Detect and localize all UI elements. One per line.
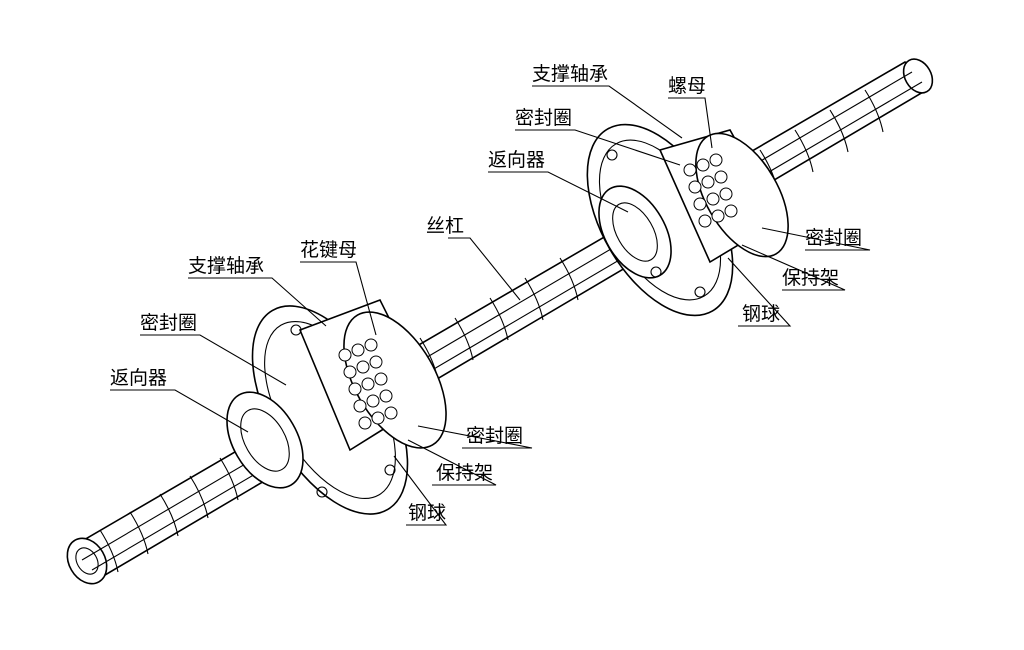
right-ball-rows bbox=[683, 153, 738, 228]
leader-lines bbox=[110, 85, 871, 526]
label-seal-right-bottom: 密封圈 bbox=[466, 425, 523, 447]
callout-ball-bottom: 钢球 bbox=[408, 502, 446, 524]
left-flange-assembly bbox=[226, 298, 447, 515]
callout-retainer-top: 保持架 bbox=[782, 267, 839, 289]
label-support-bearing-left: 支撑轴承 bbox=[188, 255, 264, 277]
label-return-top: 返向器 bbox=[488, 149, 545, 171]
label-retainer-bottom: 保持架 bbox=[436, 462, 493, 484]
callout-seal-right-top: 密封圈 bbox=[805, 227, 862, 249]
callout-nut-top: 螺母 bbox=[668, 75, 706, 97]
callout-spline-nut: 花键母 bbox=[300, 239, 357, 261]
label-seal-top: 密封圈 bbox=[515, 107, 572, 129]
callout-return-left: 返向器 bbox=[110, 367, 167, 389]
callout-ball-top: 钢球 bbox=[742, 303, 780, 325]
label-ball-top: 钢球 bbox=[742, 303, 780, 325]
callout-seal-right-bottom: 密封圈 bbox=[466, 425, 523, 447]
label-return-left: 返向器 bbox=[110, 367, 167, 389]
label-ball-bottom: 钢球 bbox=[408, 502, 446, 524]
label-screw: 丝杠 bbox=[426, 215, 464, 237]
label-nut-top: 螺母 bbox=[668, 75, 706, 97]
callout-screw: 丝杠 bbox=[426, 215, 464, 237]
callout-retainer-bottom: 保持架 bbox=[436, 462, 493, 484]
callout-seal-left: 密封圈 bbox=[140, 312, 197, 334]
label-seal-right-top: 密封圈 bbox=[805, 227, 862, 249]
label-spline-nut: 花键母 bbox=[300, 239, 357, 261]
label-support-bearing-top: 支撑轴承 bbox=[532, 63, 608, 85]
callout-return-top: 返向器 bbox=[488, 149, 545, 171]
label-retainer-top: 保持架 bbox=[782, 267, 839, 289]
left-ball-rows bbox=[338, 338, 398, 430]
callout-seal-top: 密封圈 bbox=[515, 107, 572, 129]
callout-support-bearing-top: 支撑轴承 bbox=[532, 63, 608, 85]
callout-support-bearing-left: 支撑轴承 bbox=[188, 255, 264, 277]
label-seal-left: 密封圈 bbox=[140, 312, 197, 334]
